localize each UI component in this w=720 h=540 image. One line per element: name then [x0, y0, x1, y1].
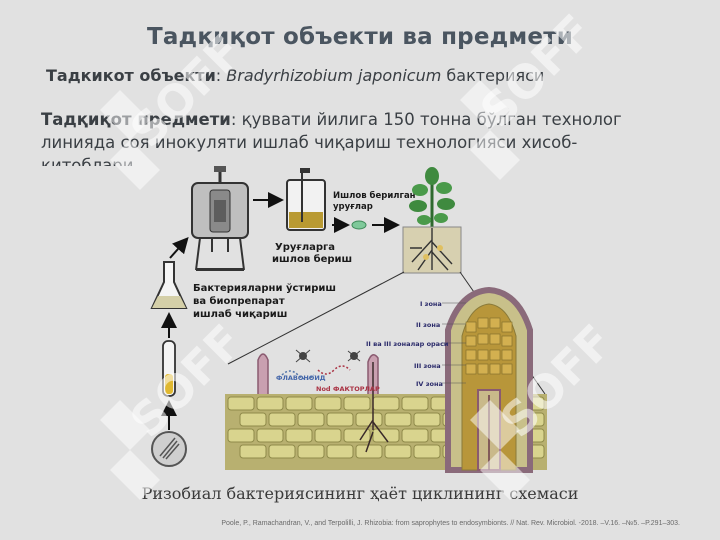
root-hair-left [257, 353, 269, 394]
inoculated-seeds-label-2: уруғлар [333, 202, 373, 212]
species-name: Bradyrhizobium japonicum [226, 66, 442, 85]
infection-thread [359, 362, 389, 453]
rhizobia-bacteria-icons [281, 349, 361, 380]
inoculated-seeds-label-1: Ишлов берилган [333, 190, 416, 201]
flask-icon [150, 261, 188, 309]
root-nodule [445, 286, 533, 473]
bioreactor-icon [191, 166, 249, 271]
research-subject-label: Тадқиқот предмети [41, 110, 231, 129]
research-object-colon: : [215, 66, 227, 85]
soybean-plant-icon [409, 167, 455, 230]
rhizobia-life-cycle-diagram: Уруғларга ишлов бериш Ишлов берилган уру… [150, 166, 547, 473]
bacteria-growing-label-1: Бактерияларни ўстириш [193, 282, 336, 294]
reference-citation: Poole, P., Ramachandran, V., and Terpoli… [221, 520, 680, 527]
petri-dish-icon [151, 431, 187, 467]
seed-treatment-label-2: ишлов бериш [272, 253, 352, 265]
zone1-label: I зона [420, 300, 442, 308]
research-subject-text: : қуввати йилига 150 тонна бўлган технол… [41, 110, 622, 166]
nod-label: Nod [316, 385, 331, 393]
bacteria-growing-label-2: ва биопрепарат [193, 295, 285, 307]
flavonoid-label: ФЛАВОНОИД [276, 374, 326, 382]
research-object-line: Тадкикот объекти: Bradyrhizobium japonic… [46, 66, 544, 85]
cycle-arrows [161, 192, 400, 430]
inoculated-seed-icon [351, 220, 367, 230]
zone2-label: II зона [416, 321, 440, 329]
research-object-suffix: бактерияси [441, 66, 545, 85]
seed-beaker-icon [286, 168, 326, 231]
research-subject-paragraph: Тадқиқот предмети: қуввати йилига 150 то… [41, 108, 641, 166]
seed-treatment-label-1: Уруғларга [275, 242, 335, 253]
zone3-label: III зона [414, 362, 441, 370]
research-object-label: Тадкикот объекти [46, 66, 216, 85]
page-title: Тадқиқот объекти ва предмети [146, 24, 574, 50]
zone4-label: IV зона [416, 380, 443, 388]
factors-label: ФАКТОРЛАР [333, 385, 380, 393]
test-tube-icon [162, 340, 176, 397]
zoom-line-left [227, 271, 405, 365]
zone-labels [442, 302, 466, 384]
root-system-box [402, 226, 462, 274]
zones-between-label: II ва III зоналар ораси [366, 340, 449, 348]
bacteria-growing-label-3: ишлаб чиқариш [193, 308, 287, 320]
figure-caption: Ризобиал бактериясининг ҳаёт циклининг с… [141, 484, 579, 503]
